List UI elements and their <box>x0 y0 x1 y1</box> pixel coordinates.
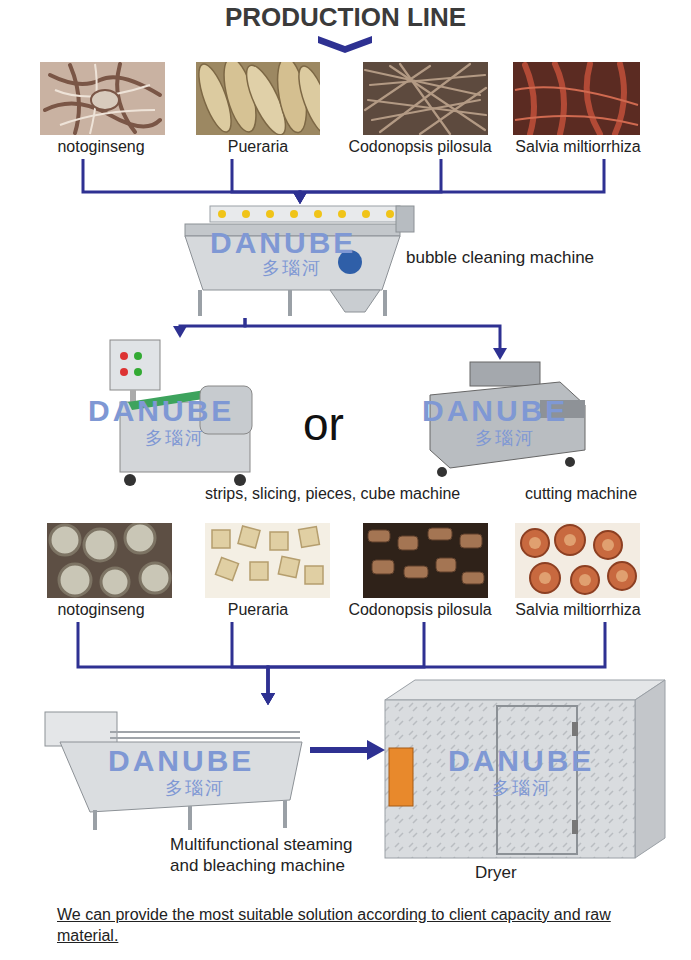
flow-line <box>78 622 268 694</box>
arrowhead <box>293 192 307 204</box>
flow-arrow <box>83 159 307 204</box>
flow-arrow <box>245 318 507 360</box>
flow-arrow <box>173 318 245 338</box>
arrowhead <box>261 693 275 705</box>
flow-line <box>180 318 245 327</box>
flow-line <box>268 622 605 694</box>
node-label: Dryer <box>475 862 517 883</box>
watermark: 多瑙河 <box>145 428 205 449</box>
flow-arrow <box>310 740 385 760</box>
flow-line <box>300 159 441 193</box>
node-label: cutting machine <box>525 484 637 504</box>
watermark: DANUBE <box>210 226 356 261</box>
flow-line <box>268 622 424 694</box>
product-card: Codonopsis pilosula <box>346 523 493 622</box>
machine-card: bubble cleaning machine <box>175 204 596 318</box>
product-card: Pueraria <box>205 523 330 622</box>
node-label: Salvia miltiorrhiza <box>515 600 640 620</box>
flow-arrow <box>293 159 441 204</box>
arrowhead <box>293 192 307 204</box>
flow-line <box>83 159 300 193</box>
arrowhead <box>261 693 275 705</box>
node-label: Pueraria <box>228 137 288 157</box>
node-label: Salvia miltiorrhiza <box>515 137 640 157</box>
flow-arrow <box>293 159 604 204</box>
flow-line <box>310 747 368 753</box>
node-label: notoginseng <box>57 137 144 157</box>
watermark: DANUBE <box>88 394 234 429</box>
node-label: Codonopsis pilosula <box>348 137 491 157</box>
flow-line <box>300 159 604 193</box>
product-card: Salvia miltiorrhiza <box>513 523 642 622</box>
or-label: or <box>303 398 344 451</box>
arrowhead <box>261 693 275 705</box>
raw-material-card: notoginseng <box>40 62 165 159</box>
flow-line <box>232 159 300 193</box>
watermark: 多瑙河 <box>165 778 225 799</box>
node-label: bubble cleaning machine <box>406 247 594 268</box>
product-card: notoginseng <box>47 523 172 622</box>
node-label: strips, slicing, pieces, cube machine <box>205 484 460 504</box>
watermark: DANUBE <box>108 744 254 779</box>
arrowhead <box>493 348 507 360</box>
watermark: 多瑙河 <box>475 428 535 449</box>
flow-line <box>245 318 500 349</box>
watermark: DANUBE <box>422 394 568 429</box>
arrowhead <box>261 693 275 705</box>
watermark: 多瑙河 <box>262 258 322 279</box>
flow-arrow <box>78 622 275 705</box>
watermark: 多瑙河 <box>492 778 552 799</box>
node-label: Pueraria <box>228 600 288 620</box>
arrowhead <box>173 326 187 338</box>
arrowhead <box>367 740 385 760</box>
raw-material-card: Pueraria <box>196 62 320 159</box>
arrowhead <box>293 192 307 204</box>
flow-arrow <box>261 622 424 705</box>
title: PRODUCTION LINE <box>0 2 691 33</box>
watermark: DANUBE <box>448 744 594 779</box>
raw-material-card: Codonopsis pilosula <box>346 62 493 159</box>
node-label: notoginseng <box>57 600 144 620</box>
node-label: Multifunctional steaming and bleaching m… <box>170 834 375 877</box>
flow-line <box>232 622 268 694</box>
node-label: Codonopsis pilosula <box>348 600 491 620</box>
flow-arrow <box>232 159 307 204</box>
raw-material-card: Salvia miltiorrhiza <box>513 62 643 159</box>
arrowhead <box>293 192 307 204</box>
flow-arrow <box>261 622 605 705</box>
caption: We can provide the most suitable solutio… <box>57 905 649 947</box>
